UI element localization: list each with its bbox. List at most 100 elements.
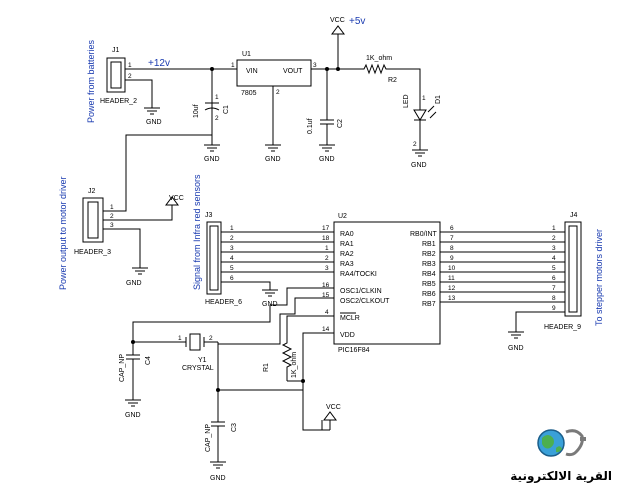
j1-type-label: HEADER_2 bbox=[100, 98, 137, 105]
svg-text:6: 6 bbox=[230, 275, 234, 282]
svg-text:9: 9 bbox=[552, 305, 556, 312]
svg-text:GND: GND bbox=[204, 156, 220, 163]
c4-capacitor: CAP_NP C4 GND bbox=[119, 342, 152, 419]
svg-text:1: 1 bbox=[325, 245, 329, 252]
svg-text:RB0/INT: RB0/INT bbox=[410, 231, 438, 238]
svg-text:2: 2 bbox=[552, 235, 556, 242]
svg-text:15: 15 bbox=[322, 292, 330, 299]
svg-text:RA1: RA1 bbox=[340, 241, 354, 248]
svg-text:2: 2 bbox=[215, 115, 219, 122]
svg-text:1: 1 bbox=[178, 335, 182, 342]
svg-text:CAP_NP: CAP_NP bbox=[119, 354, 126, 382]
svg-text:4: 4 bbox=[325, 309, 329, 316]
svg-text:4: 4 bbox=[230, 255, 234, 262]
svg-text:1K_ohm: 1K_ohm bbox=[366, 55, 392, 62]
j1-pin1: 1 bbox=[128, 62, 132, 69]
svg-text:13: 13 bbox=[448, 295, 456, 302]
svg-text:2: 2 bbox=[276, 89, 280, 96]
plus5v-label: +5v bbox=[349, 16, 365, 27]
svg-text:VCC: VCC bbox=[326, 404, 341, 411]
vdd-wire bbox=[287, 380, 323, 431]
svg-text:VOUT: VOUT bbox=[283, 68, 303, 75]
svg-text:RA0: RA0 bbox=[340, 231, 354, 238]
svg-text:18: 18 bbox=[322, 235, 330, 242]
svg-text:17: 17 bbox=[322, 225, 330, 232]
svg-text:HEADER_9: HEADER_9 bbox=[544, 324, 581, 331]
svg-text:LED: LED bbox=[403, 94, 410, 108]
svg-text:7: 7 bbox=[450, 235, 454, 242]
svg-text:VIN: VIN bbox=[246, 68, 258, 75]
svg-text:6: 6 bbox=[450, 225, 454, 232]
svg-text:5: 5 bbox=[552, 265, 556, 272]
svg-text:PIC16F84: PIC16F84 bbox=[338, 347, 370, 354]
svg-text:GND: GND bbox=[125, 412, 141, 419]
plug-icon bbox=[565, 429, 584, 457]
svg-text:2: 2 bbox=[413, 141, 417, 148]
svg-text:16: 16 bbox=[322, 282, 330, 289]
svg-text:3: 3 bbox=[230, 245, 234, 252]
svg-text:R1: R1 bbox=[263, 363, 270, 372]
stepper-driver-note: To stepper motors driver bbox=[594, 229, 604, 326]
svg-text:14: 14 bbox=[322, 326, 330, 333]
svg-text:11: 11 bbox=[448, 275, 455, 282]
svg-text:R2: R2 bbox=[388, 77, 397, 84]
svg-text:RB1: RB1 bbox=[422, 241, 436, 248]
svg-text:VCC: VCC bbox=[169, 195, 184, 202]
j2-gnd-symbol: GND bbox=[120, 228, 148, 287]
svg-text:0.1uf: 0.1uf bbox=[307, 118, 314, 134]
svg-text:RA2: RA2 bbox=[340, 251, 354, 258]
svg-text:2: 2 bbox=[110, 213, 114, 220]
svg-text:RB6: RB6 bbox=[422, 291, 436, 298]
j1-gnd-symbol: GND bbox=[136, 79, 162, 126]
svg-text:7: 7 bbox=[552, 285, 556, 292]
svg-text:10uf: 10uf bbox=[193, 104, 200, 118]
svg-text:6: 6 bbox=[552, 275, 556, 282]
svg-text:10: 10 bbox=[448, 265, 456, 272]
svg-text:8: 8 bbox=[450, 245, 454, 252]
svg-text:3: 3 bbox=[313, 62, 317, 69]
j2-vcc-symbol: VCC bbox=[120, 195, 184, 221]
r1-resistor: R1 1K_ohm bbox=[263, 315, 334, 381]
j4-gnd-symbol: GND bbox=[508, 311, 565, 352]
svg-text:MCLR: MCLR bbox=[340, 315, 360, 322]
svg-text:C4: C4 bbox=[145, 356, 152, 365]
svg-text:GND: GND bbox=[146, 119, 162, 126]
svg-text:GND: GND bbox=[319, 156, 335, 163]
svg-text:3: 3 bbox=[325, 265, 329, 272]
y1-crystal: Y1 CRYSTAL 1 2 bbox=[133, 333, 218, 372]
c3-capacitor: CAP_NP C3 GND bbox=[205, 342, 238, 482]
svg-text:U2: U2 bbox=[338, 213, 347, 220]
svg-text:8: 8 bbox=[552, 295, 556, 302]
svg-text:1: 1 bbox=[110, 204, 114, 211]
r2-resistor: 1K_ohm R2 bbox=[360, 55, 400, 84]
svg-text:RB5: RB5 bbox=[422, 281, 436, 288]
power-motor-note: Power output to motor driver bbox=[58, 176, 68, 290]
svg-text:J2: J2 bbox=[88, 188, 96, 195]
svg-text:Y1: Y1 bbox=[198, 357, 207, 364]
j1-pin2: 2 bbox=[128, 73, 132, 80]
j3-ra-wires: 1 2 3 4 5 6 GND bbox=[221, 225, 334, 308]
svg-text:GND: GND bbox=[265, 156, 281, 163]
svg-text:1: 1 bbox=[422, 95, 426, 102]
svg-text:HEADER_6: HEADER_6 bbox=[205, 299, 242, 306]
svg-text:RB7: RB7 bbox=[422, 301, 436, 308]
svg-text:C3: C3 bbox=[231, 423, 238, 432]
svg-text:HEADER_3: HEADER_3 bbox=[74, 249, 111, 256]
svg-text:3: 3 bbox=[110, 222, 114, 229]
svg-text:J3: J3 bbox=[205, 212, 213, 219]
svg-text:RA3: RA3 bbox=[340, 261, 354, 268]
svg-text:VCC: VCC bbox=[330, 17, 345, 24]
osc-wires bbox=[132, 287, 334, 345]
svg-text:1: 1 bbox=[215, 94, 219, 101]
svg-text:2: 2 bbox=[325, 255, 329, 262]
svg-text:U1: U1 bbox=[242, 51, 251, 58]
plus12v-label: +12v bbox=[148, 58, 170, 69]
svg-text:RB2: RB2 bbox=[422, 251, 436, 258]
svg-text:RB3: RB3 bbox=[422, 261, 436, 268]
u1-regulator: U1 VIN VOUT 7805 1 3 2 GND bbox=[231, 51, 317, 163]
power-from-batteries-note: Power from batteries bbox=[86, 39, 96, 123]
vcc-top-symbol: VCC +5v bbox=[330, 16, 365, 69]
svg-text:GND: GND bbox=[126, 280, 142, 287]
